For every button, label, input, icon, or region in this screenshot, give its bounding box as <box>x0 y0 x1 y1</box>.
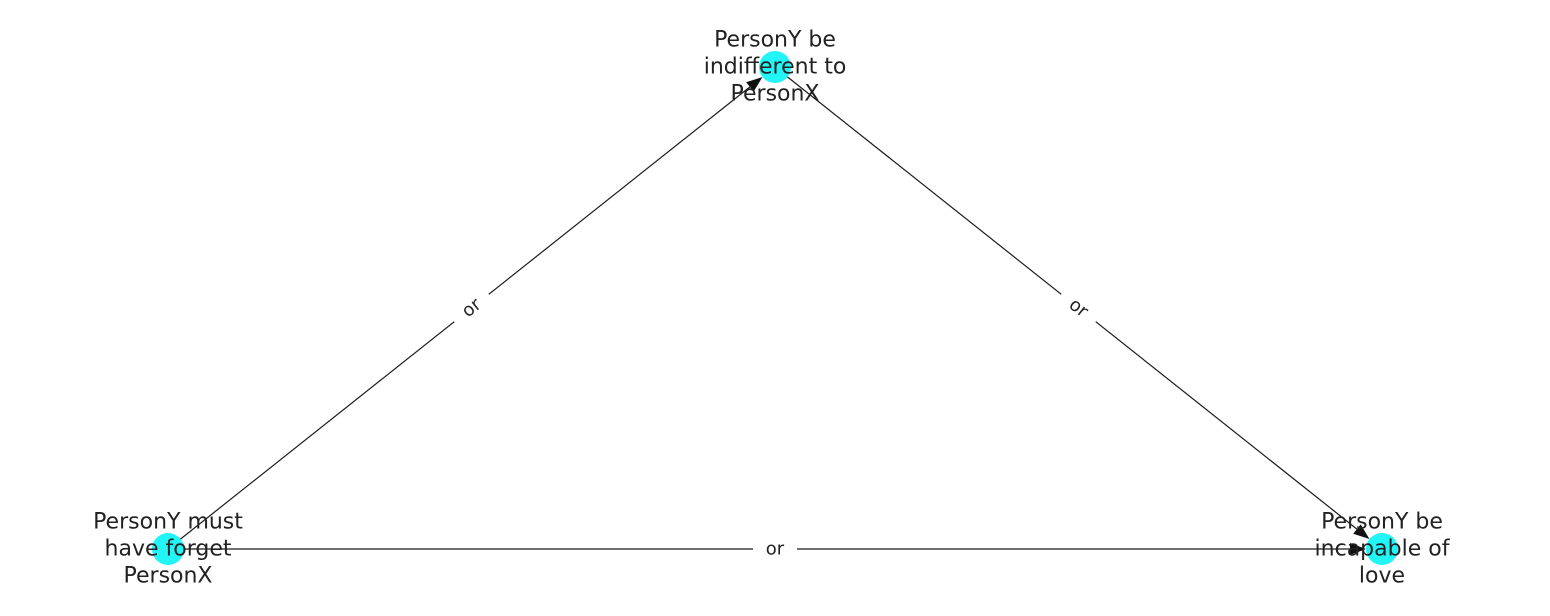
node-label-line: PersonY must <box>93 510 243 535</box>
node-circle-n_right <box>1366 533 1398 565</box>
edge-label-background <box>753 536 797 562</box>
node-label-line: PersonY be <box>1321 510 1443 535</box>
arrowhead-icon <box>746 76 763 92</box>
edge-label-group: or <box>753 536 797 562</box>
node-label-line: love <box>1359 564 1405 589</box>
node-label-line: have forget <box>105 537 232 562</box>
node-label-line: PersonY be <box>714 28 836 53</box>
node-label-line: PersonX <box>124 564 213 589</box>
nodes-layer <box>152 51 1398 565</box>
edge-label-background <box>446 284 497 332</box>
node-label-line: PersonX <box>731 82 820 107</box>
arrowhead-icon <box>1353 524 1370 540</box>
edge-label-background <box>1053 284 1104 332</box>
node-circle-n_top <box>759 51 791 83</box>
edge-n_top-to-n_right: or <box>774 66 1370 540</box>
node-label-line: incapable of <box>1315 537 1451 562</box>
arrowhead-icon <box>1350 543 1366 555</box>
edge-n_left-to-n_top: or <box>167 76 763 550</box>
edge-label-group: or <box>446 284 497 332</box>
edge-label-group: or <box>1053 284 1104 332</box>
node-label-line: indifferent to <box>704 55 847 80</box>
node-circle-n_left <box>152 533 184 565</box>
edge-n_left-to-n_right: or <box>168 536 1366 562</box>
edges-layer: or or or <box>167 66 1370 562</box>
edge-label: or <box>766 539 785 560</box>
